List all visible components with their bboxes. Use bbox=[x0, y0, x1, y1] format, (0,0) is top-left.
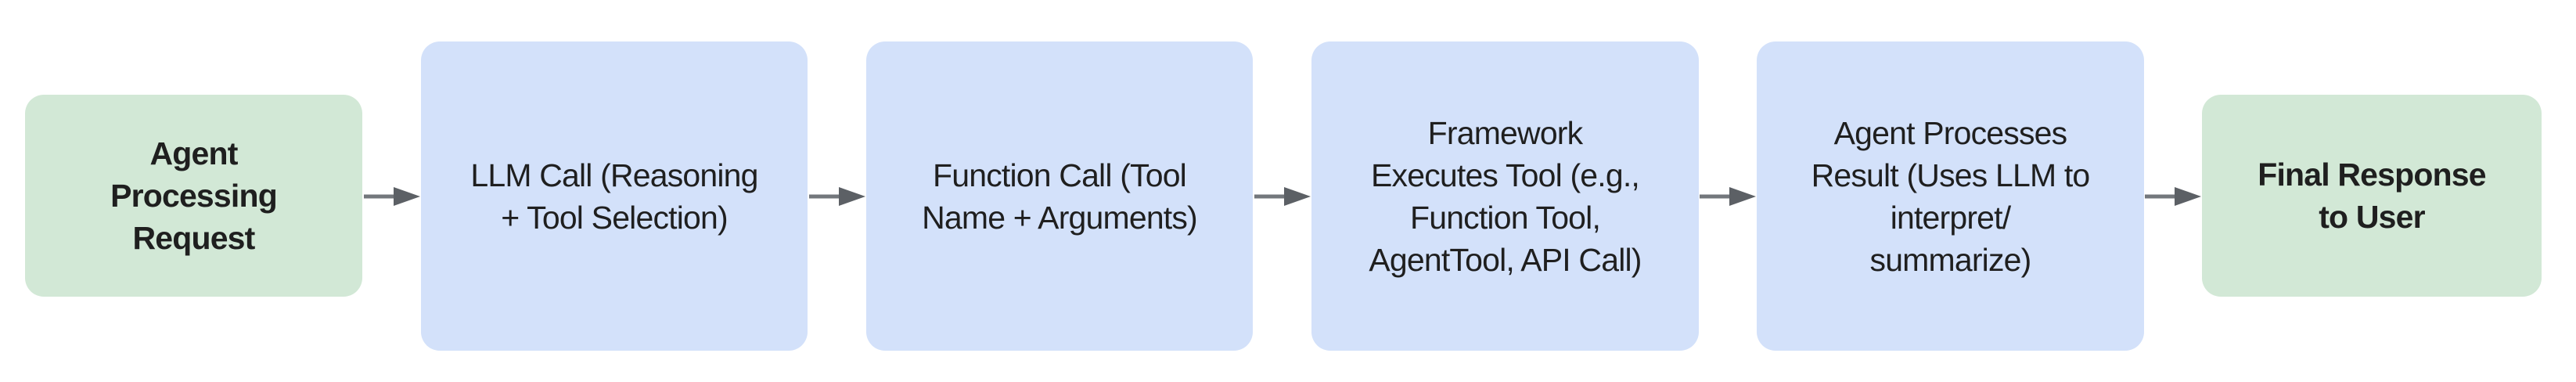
node-label: Function Call (Tool Name + Arguments) bbox=[922, 157, 1198, 236]
flow-arrow-icon bbox=[1700, 187, 1756, 206]
node-label: Agent Processing Request bbox=[110, 135, 278, 256]
node-framework-executes-tool: Framework Executes Tool (e.g., Function … bbox=[1311, 41, 1699, 351]
flow-arrow-icon bbox=[1254, 187, 1311, 206]
node-final-response-to-user: Final Response to User bbox=[2202, 95, 2542, 297]
node-function-call: Function Call (Tool Name + Arguments) bbox=[866, 41, 1253, 351]
node-label: Framework Executes Tool (e.g., Function … bbox=[1369, 114, 1642, 278]
flow-arrow-icon bbox=[2145, 187, 2201, 206]
node-llm-call: LLM Call (Reasoning + Tool Selection) bbox=[421, 41, 808, 351]
node-label: Final Response to User bbox=[2258, 157, 2486, 235]
node-label: Agent Processes Result (Uses LLM to inte… bbox=[1811, 114, 2091, 278]
flow-arrow-icon bbox=[364, 187, 420, 206]
node-agent-processing-request: Agent Processing Request bbox=[25, 95, 362, 297]
node-agent-processes-result: Agent Processes Result (Uses LLM to inte… bbox=[1757, 41, 2144, 351]
flow-arrow-icon bbox=[809, 187, 865, 206]
node-label: LLM Call (Reasoning + Tool Selection) bbox=[470, 157, 758, 236]
